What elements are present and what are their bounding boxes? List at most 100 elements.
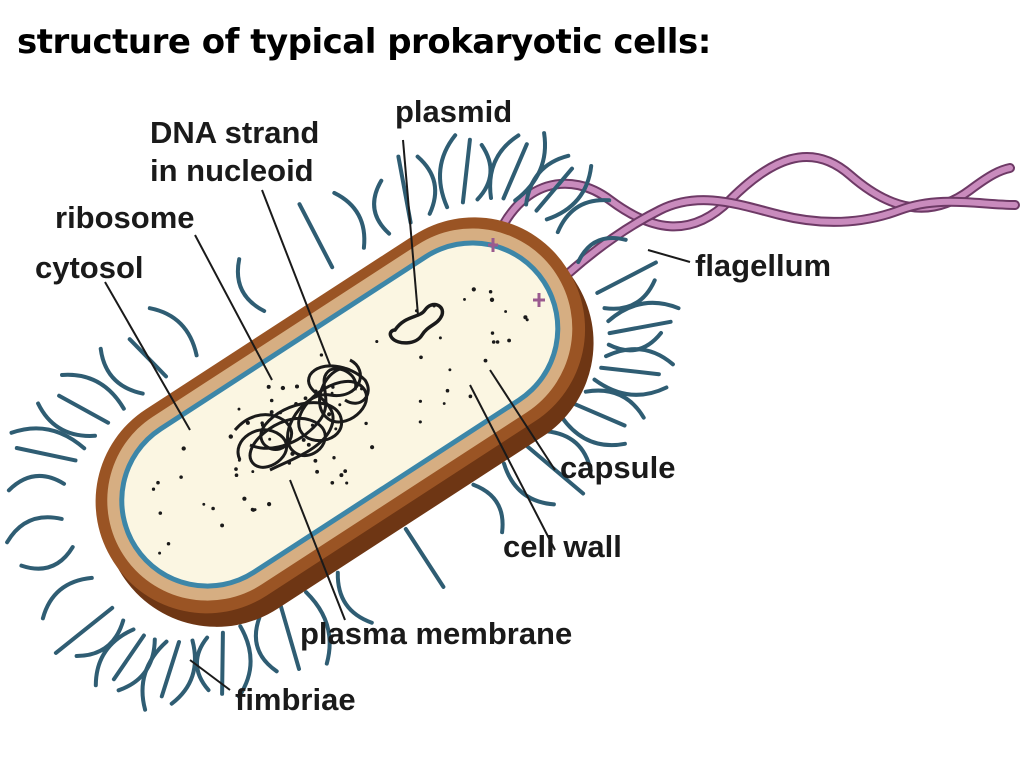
fimbria <box>573 402 627 428</box>
label-cytosol: cytosol <box>35 250 144 285</box>
flagellum <box>490 152 1020 305</box>
fimbria <box>5 515 64 545</box>
ribosome-dot <box>151 487 156 491</box>
fimbria <box>438 133 458 210</box>
fimbria <box>460 137 472 205</box>
ribosome-dot <box>463 297 466 301</box>
ribosome-dot <box>315 469 320 474</box>
ribosome-dot <box>419 355 423 360</box>
fimbria <box>60 372 126 411</box>
ribosome-dot <box>495 340 500 344</box>
ribosome-dot <box>504 310 508 313</box>
fimbria <box>147 306 199 358</box>
label-plasmid: plasmid <box>395 94 512 129</box>
flagellum-base <box>488 238 545 307</box>
ribosome-dot <box>507 338 512 343</box>
fimbria <box>9 426 87 451</box>
ribosome-dot <box>269 398 274 403</box>
fimbria <box>74 618 126 658</box>
ribosome-dot <box>234 473 239 478</box>
ribosome-dot <box>327 412 332 417</box>
ribosome-dot <box>343 469 348 473</box>
fimbria <box>237 624 253 699</box>
fimbria <box>415 154 438 216</box>
ribosome-dot <box>245 420 250 425</box>
fimbria <box>501 142 529 201</box>
ribosome-dot <box>294 384 300 389</box>
fimbria <box>6 474 66 493</box>
ribosome-dot <box>267 502 272 507</box>
ribosome-dot <box>158 511 163 515</box>
ribosome-dot <box>242 496 247 501</box>
labels: DNA strand in nucleoid plasmid ribosome … <box>35 94 831 717</box>
fimbria <box>604 347 675 367</box>
fimbria <box>169 638 197 706</box>
fimbria <box>471 482 505 535</box>
ribosome-dot <box>442 402 446 405</box>
fimbria <box>297 202 335 270</box>
fimbriae <box>5 131 681 712</box>
ribosome-dot <box>370 445 375 450</box>
ribosome-dot <box>211 506 215 511</box>
fimbria <box>235 257 267 313</box>
ribosome-dot <box>234 467 238 471</box>
ribosome-dot <box>338 403 342 407</box>
ribosome-dot <box>251 470 255 474</box>
fimbria <box>194 635 211 693</box>
ribosome-dot <box>156 480 160 485</box>
ribosome-dot <box>488 290 493 294</box>
ribosome-dot <box>445 388 450 393</box>
label-plasma-membrane: plasma membrane <box>300 616 572 651</box>
fimbria <box>14 446 78 463</box>
ribosome-dot <box>332 456 336 460</box>
ribosome-dot <box>202 502 206 506</box>
fimbria <box>332 190 367 250</box>
ribosome-dot <box>438 336 442 340</box>
fimbria <box>111 633 146 682</box>
fimbria <box>335 570 374 625</box>
label-in-nucleoid: in nucleoid <box>150 153 314 188</box>
label-flagellum: flagellum <box>695 248 831 283</box>
fimbria <box>220 630 225 696</box>
fimbria <box>57 393 111 425</box>
ribosome-dot <box>250 507 255 512</box>
fimbria <box>544 164 594 222</box>
fimbria <box>599 365 661 377</box>
ribosome-dot <box>483 358 488 363</box>
fimbria <box>19 545 75 571</box>
ribosome-dot <box>303 396 308 401</box>
ribosome-dot <box>181 446 186 451</box>
ribosome-dot <box>179 475 183 479</box>
fimbria <box>159 640 181 699</box>
label-ribosome: ribosome <box>55 200 195 235</box>
fimbria <box>592 377 669 397</box>
ribosome-dot <box>166 541 171 546</box>
ribosome-dot <box>491 340 496 344</box>
fimbria <box>502 461 556 507</box>
fimbria <box>555 198 612 235</box>
fimbria <box>98 346 145 396</box>
fimbria <box>403 527 446 589</box>
ribosome-dot <box>269 410 274 415</box>
fimbria <box>93 627 136 688</box>
fimbria <box>607 319 673 336</box>
ribosome-dot <box>339 473 344 478</box>
slide-title: structure of typical prokaryotic cells: <box>17 22 711 62</box>
ribosome-dot <box>525 318 529 322</box>
label-cell-wall: cell wall <box>503 529 622 564</box>
ribosome-dot <box>266 384 271 389</box>
ribosomes <box>151 287 529 555</box>
leader-lines <box>104 139 691 691</box>
ribosome-dot <box>489 297 495 302</box>
fimbria <box>576 236 628 265</box>
ribosome-dot <box>448 368 452 372</box>
ribosome-dot <box>375 339 379 344</box>
fimbria <box>583 388 646 420</box>
fimbria <box>304 590 332 666</box>
ribosome-dot <box>319 353 324 357</box>
ribosome-dot <box>158 551 162 555</box>
ribosome-dot <box>330 480 335 485</box>
ribosome-dot <box>228 434 233 439</box>
fimbria <box>525 444 586 496</box>
